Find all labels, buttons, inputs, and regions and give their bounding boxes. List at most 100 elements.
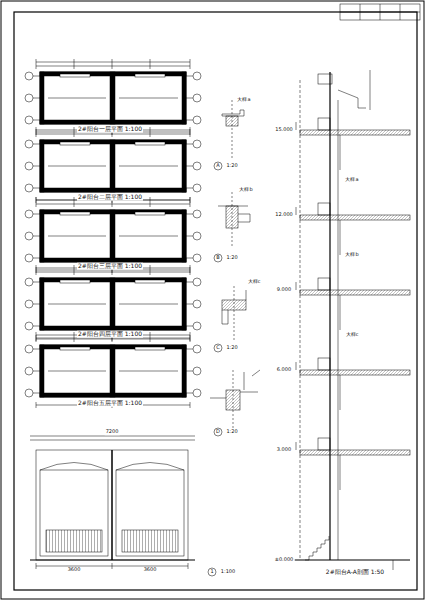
stroke — [340, 295, 341, 330]
stroke — [33, 326, 40, 327]
stroke — [193, 184, 201, 192]
stroke — [25, 184, 33, 192]
section — [293, 70, 410, 570]
stroke — [193, 367, 201, 375]
stroke — [25, 162, 33, 170]
stroke — [318, 358, 330, 370]
stroke — [182, 140, 186, 192]
stroke — [186, 214, 193, 215]
stroke — [33, 188, 40, 189]
stroke — [193, 72, 201, 80]
section-title: 2#阳台A-A剖面 1:50 — [325, 569, 385, 576]
elevation — [30, 436, 216, 576]
stroke — [193, 389, 201, 397]
stroke — [36, 332, 37, 342]
stroke — [193, 300, 201, 308]
stroke — [33, 282, 40, 283]
drawing-label: 2#阳台三层平面 1:100 — [77, 263, 143, 270]
stroke — [33, 98, 40, 99]
stroke — [190, 402, 191, 408]
stroke — [193, 254, 201, 262]
stroke — [186, 76, 193, 77]
stroke — [25, 210, 33, 218]
stroke — [135, 280, 165, 283]
stroke — [182, 210, 186, 262]
stroke — [74, 59, 75, 69]
stroke — [119, 166, 178, 167]
stroke — [110, 345, 115, 397]
drawing-label: 9.000 — [276, 287, 292, 293]
stroke — [33, 349, 40, 350]
stroke — [318, 438, 330, 450]
stroke — [110, 278, 115, 330]
stroke — [40, 210, 44, 262]
stroke — [193, 94, 201, 102]
stroke — [33, 371, 40, 372]
stroke — [33, 304, 40, 305]
stroke — [182, 72, 186, 124]
stroke — [25, 278, 33, 286]
drawing-label: 12.000 — [274, 212, 294, 218]
drawing-label: 2#阳台二层平面 1:100 — [77, 194, 143, 201]
stroke — [36, 265, 37, 275]
stroke — [296, 442, 297, 450]
drawing-label: 大样b — [238, 187, 253, 193]
drawing-label: 1:20 — [225, 163, 238, 169]
stroke — [186, 144, 193, 145]
drawing-label: ±0.000 — [274, 557, 295, 563]
stroke — [60, 142, 90, 145]
drawing-label: 大样b — [344, 252, 359, 258]
stroke — [119, 371, 178, 372]
stroke — [190, 59, 191, 69]
stroke — [40, 140, 186, 192]
stroke — [25, 116, 33, 124]
floor-plan — [25, 127, 201, 203]
drawing-label: 7200 — [105, 429, 120, 435]
stroke — [48, 98, 106, 99]
stroke — [74, 332, 75, 342]
stroke — [300, 290, 410, 295]
stroke — [300, 370, 410, 375]
stroke — [36, 59, 37, 69]
stroke — [186, 188, 193, 189]
stroke — [110, 210, 115, 262]
drawing-label: 1:20 — [225, 255, 238, 261]
drawing-label: 1:20 — [225, 345, 238, 351]
stroke — [193, 322, 201, 330]
stroke — [40, 278, 186, 330]
stroke — [313, 548, 317, 552]
stroke — [36, 272, 190, 273]
stroke — [40, 278, 44, 330]
floor-plan — [25, 332, 201, 408]
stroke — [33, 214, 40, 215]
stroke — [40, 72, 186, 124]
drawing-label: 3600 — [143, 567, 158, 573]
stroke — [36, 270, 190, 271]
stroke — [300, 215, 410, 220]
stroke — [340, 220, 341, 255]
stroke — [186, 166, 193, 167]
stroke — [135, 347, 165, 350]
callout-number: B — [215, 255, 220, 261]
stroke — [296, 122, 297, 130]
stroke — [193, 345, 201, 353]
stroke — [25, 140, 33, 148]
stroke — [25, 72, 33, 80]
stroke — [40, 72, 44, 124]
stroke — [48, 236, 106, 237]
stroke — [150, 127, 151, 137]
stroke — [318, 203, 330, 215]
stroke — [321, 540, 325, 544]
stroke — [74, 127, 75, 137]
stroke — [318, 118, 330, 130]
stroke — [325, 536, 329, 540]
stroke — [186, 371, 193, 372]
stroke — [135, 212, 165, 215]
stroke — [36, 402, 37, 408]
stroke — [193, 232, 201, 240]
drawing-label: 2#阳台五层平面 1:100 — [77, 400, 143, 407]
stroke — [25, 389, 33, 397]
stroke — [193, 210, 201, 218]
title-block — [340, 4, 420, 20]
